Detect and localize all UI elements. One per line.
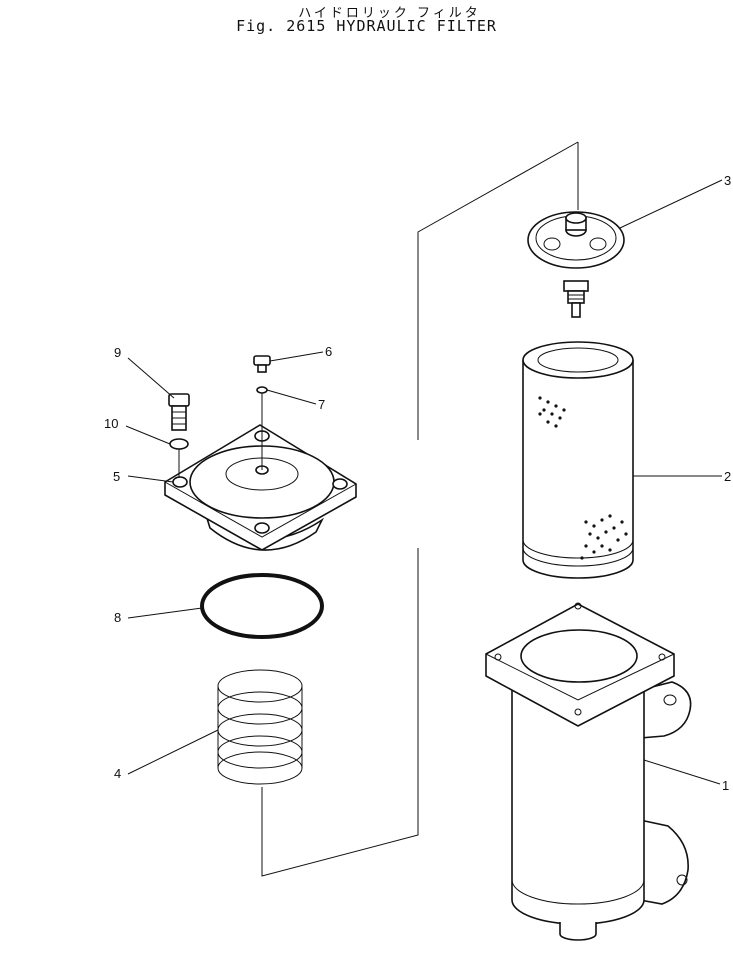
callout-4: 4 <box>114 766 121 781</box>
callout-2: 2 <box>724 469 731 484</box>
callout-6: 6 <box>325 344 332 359</box>
cover <box>164 424 357 551</box>
callout-3: 3 <box>724 173 731 188</box>
assembly-guide-lines <box>261 141 579 877</box>
figure-title: Fig. 2615 HYDRAULIC FILTER <box>236 17 497 35</box>
bolt <box>168 393 190 431</box>
callout-7: 7 <box>318 397 325 412</box>
callout-8: 8 <box>114 610 121 625</box>
callout-10: 10 <box>104 416 118 431</box>
perforation-dots <box>538 396 628 560</box>
plug <box>253 355 271 373</box>
filter-case <box>485 602 692 941</box>
callout-labels: 3 2 1 6 7 9 10 5 8 4 <box>104 173 731 793</box>
callout-5: 5 <box>113 469 120 484</box>
filter-element <box>522 341 634 579</box>
callout-1: 1 <box>722 778 729 793</box>
spring <box>217 669 303 785</box>
o-ring-large <box>200 573 324 639</box>
o-ring-small <box>256 386 268 394</box>
callout-9: 9 <box>114 345 121 360</box>
valve-assembly <box>527 211 625 318</box>
leader-lines <box>125 179 723 785</box>
washer <box>169 438 189 450</box>
title-japanese: ハイドロリック フィルタ <box>298 6 481 21</box>
